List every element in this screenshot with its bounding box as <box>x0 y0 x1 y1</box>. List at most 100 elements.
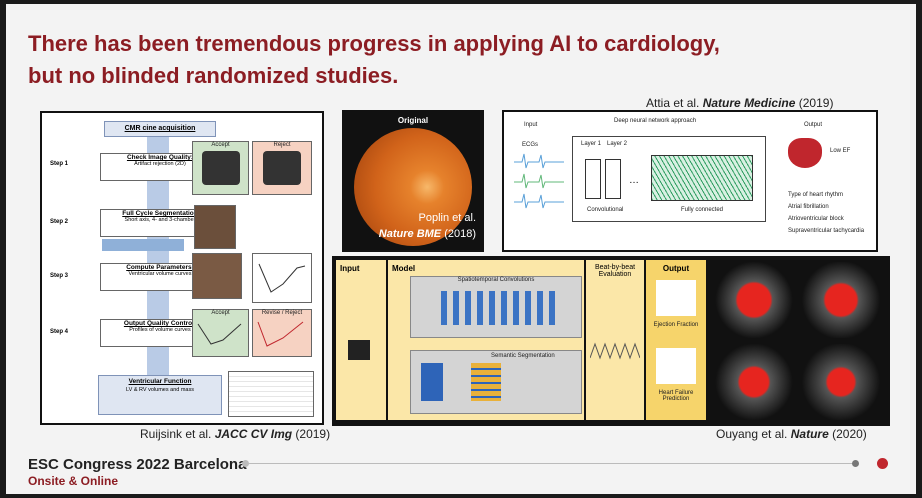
ellipsis-icon: … <box>629 175 639 186</box>
encoder-block <box>421 363 443 401</box>
reject-image <box>263 151 301 185</box>
progress-start-dot <box>242 460 249 467</box>
attia-year: (2019) <box>798 96 834 110</box>
progress-line <box>246 463 856 464</box>
convolutional-label: Convolutional <box>587 207 624 213</box>
rhythm-1: Atrial fibrillation <box>788 204 829 210</box>
semantic-label: Semantic Segmentation <box>491 353 555 359</box>
retina-year: (2018) <box>444 228 476 240</box>
ouyang-journal: Nature <box>790 427 829 441</box>
cmr-header: CMR cine acquisition <box>104 121 216 137</box>
ecg-output-label: Output <box>804 122 823 128</box>
heart-icon <box>788 138 822 168</box>
qc-revise-curve <box>257 321 304 347</box>
ecg-input-label: Input <box>524 122 538 128</box>
reject-label: Reject <box>273 142 291 148</box>
ruijsink-citation: Ruijsink et al. JACC CV Img (2019) <box>140 427 330 441</box>
footer: ESC Congress 2022 Barcelona Onsite & Onl… <box>6 444 916 494</box>
qc-accept-curve <box>197 323 242 345</box>
spatiotemporal-block: Spatiotemporal Convolutions <box>410 276 582 338</box>
segmentation-image <box>194 205 236 249</box>
attia-journal: Nature Medicine <box>702 96 796 110</box>
step-1-desc: Artifact rejection (2D) <box>134 161 186 167</box>
ecg-panel: Input Deep neural network approach Outpu… <box>502 110 878 252</box>
beat-waveform <box>590 342 640 360</box>
retina-label: Original <box>397 116 429 125</box>
decoder-grid <box>471 363 501 401</box>
echo-image-4 <box>800 344 882 420</box>
ef-label: Ejection Fraction <box>653 322 699 328</box>
progress-current-dot <box>877 458 888 469</box>
volume-curve <box>258 263 306 293</box>
network-diagram: Layer 1 Layer 2 … Convolutional Fully co… <box>572 136 766 222</box>
rhythm-2: Atrioventricular block <box>788 216 844 222</box>
echo-output-area: Output Ejection Fraction Heart Failure P… <box>646 260 706 420</box>
slide-title: There has been tremendous progress in ap… <box>28 28 898 92</box>
semantic-block: Semantic Segmentation <box>410 350 582 414</box>
echo-image-2 <box>800 262 882 338</box>
fully-connected-block <box>651 155 753 201</box>
echo-output-label: Output <box>662 264 690 273</box>
ruijsink-journal: JACC CV Img <box>214 427 293 441</box>
retina-author: Poplin et al. <box>418 212 476 224</box>
echo-panel: Input Model Spatiotemporal Convolutions … <box>332 256 890 426</box>
rhythm-title: Type of heart rhythm <box>788 192 844 198</box>
echo-input-image <box>348 340 370 360</box>
echo-input-area: Input <box>336 260 386 420</box>
footer-subtitle: Onsite & Online <box>28 474 119 488</box>
ventricular-function-box: Ventricular Function LV & RV volumes and… <box>98 375 222 415</box>
cmr-panel: CMR cine acquisition Step 1 Check Image … <box>40 111 324 425</box>
hf-roc-curve <box>656 348 696 384</box>
qc-accept-label: Accept <box>211 310 230 316</box>
echo-image-1 <box>714 262 794 338</box>
step-1-title: Check Image Quality: <box>126 154 194 161</box>
retina-journal: Nature BME <box>378 228 442 240</box>
step-4-title: Output Quality Control: <box>123 320 197 327</box>
rhythm-3: Supraventricular tachycardia <box>788 228 865 234</box>
accept-label: Accept <box>211 142 230 148</box>
step-3-desc: Ventricular volume curves <box>128 271 192 277</box>
spatiotemporal-label: Spatiotemporal Convolutions <box>457 277 535 283</box>
conv-layer-2 <box>605 159 621 199</box>
attia-citation: Attia et al. Nature Medicine (2019) <box>646 96 833 110</box>
beat-area: Beat-by-beat Evaluation <box>586 260 644 420</box>
accept-image <box>201 151 240 185</box>
beat-label: Beat-by-beat Evaluation <box>594 264 636 278</box>
attia-authors: Attia et al. <box>646 96 700 110</box>
ecg-approach-label: Deep neural network approach <box>614 118 697 124</box>
echo-input-label: Input <box>340 264 360 273</box>
step-4-label: Step 4 <box>50 329 69 335</box>
fully-connected-label: Fully connected <box>681 207 724 213</box>
conv-layer-1 <box>585 159 601 199</box>
step-4-desc: Profiles of volume curves <box>129 327 191 333</box>
step-3-title: Compute Parameters: <box>126 264 194 271</box>
ouyang-year: (2020) <box>832 427 867 441</box>
step-3-label: Step 3 <box>50 273 69 279</box>
parameter-image <box>192 253 242 299</box>
results-table <box>228 371 314 417</box>
ruijsink-year: (2019) <box>295 427 331 441</box>
ecg-traces <box>514 153 564 209</box>
conv-stack <box>441 291 561 325</box>
ecgs-label: ECGs <box>522 142 539 148</box>
ruijsink-authors: Ruijsink et al. <box>140 427 212 441</box>
retina-fundus-image <box>354 128 472 246</box>
qc-revise-label: Revise / Reject <box>261 310 303 316</box>
volume-curve-chart <box>252 253 312 303</box>
ventricular-function-desc: LV & RV volumes and mass <box>126 387 194 393</box>
layer-1-label: Layer 1 <box>581 141 602 147</box>
low-ef-label: Low EF <box>830 148 851 154</box>
layer-2-label: Layer 2 <box>607 141 628 147</box>
progress-mid-dot <box>852 460 859 467</box>
accept-panel: Accept <box>192 141 249 195</box>
step-1-label: Step 1 <box>50 161 69 167</box>
model-label: Model <box>392 264 416 273</box>
retina-citation: Nature BME (2018) <box>379 228 476 240</box>
ouyang-authors: Ouyang et al. <box>716 427 788 441</box>
step-2-desc: Short axis, 4- and 3-chamber <box>124 217 196 223</box>
title-line-1: There has been tremendous progress in ap… <box>28 31 720 56</box>
hf-label: Heart Failure Prediction <box>658 390 694 402</box>
ouyang-citation: Ouyang et al. Nature (2020) <box>716 427 867 441</box>
qc-accept-panel: Accept <box>192 309 249 357</box>
ventricular-function-title: Ventricular Function <box>128 378 192 385</box>
